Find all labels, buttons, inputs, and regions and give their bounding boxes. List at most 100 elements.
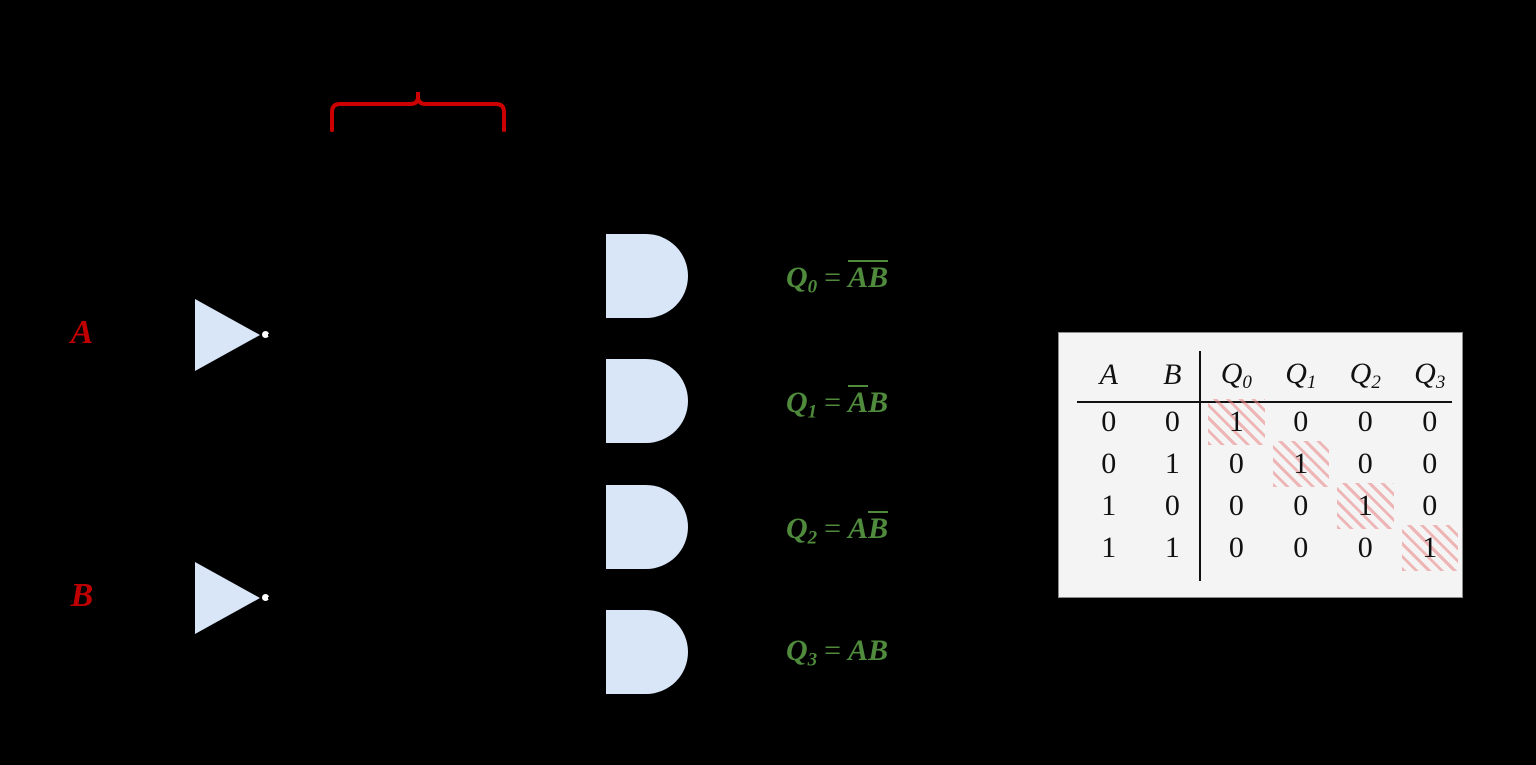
wire-a-bus <box>374 507 376 633</box>
wire-bbar-to-gate2 <box>406 547 606 549</box>
wire-abar-to-gate1 <box>339 382 606 384</box>
selector-brace <box>330 90 506 132</box>
highlight-hatch <box>1401 525 1458 571</box>
cell-b: 0 <box>1164 405 1180 438</box>
th-q3-label: Q <box>1414 356 1436 390</box>
cell-q3: 0 <box>1422 447 1438 480</box>
equation-q1: Q1=AB <box>786 385 888 421</box>
wire-a-input <box>110 334 195 336</box>
equation-q2-sub: 2 <box>807 527 818 549</box>
cell-q2: 0 <box>1357 447 1373 480</box>
equation-q0-lhs: Q <box>786 261 808 294</box>
cell-b: 0 <box>1164 489 1180 522</box>
equation-q0: Q0=AB <box>786 260 889 298</box>
brace-icon <box>330 90 506 132</box>
wire-bbar-bus <box>406 296 408 597</box>
th-q0: Q0 <box>1204 349 1268 401</box>
equation-q2: Q2 =AB <box>786 511 889 549</box>
cell-a: 0 <box>1101 447 1117 480</box>
cell-q2: 0 <box>1357 405 1373 438</box>
wire-out-q3 <box>688 651 758 653</box>
truth-table-panel: A B Q0 Q1 Q2 Q3 0 0 1 0 0 0 0 <box>1058 332 1463 598</box>
equation-q3-term-b: B <box>868 634 889 667</box>
equation-q2-term-a: A <box>848 512 869 545</box>
wire-bbar-out <box>268 597 407 599</box>
cell-b: 1 <box>1164 531 1180 564</box>
th-q1: Q1 <box>1269 349 1333 401</box>
equation-q0-sub: 0 <box>807 276 818 298</box>
cell-q0: 0 <box>1228 531 1244 564</box>
wire-out-q1 <box>688 400 758 402</box>
cell-q0: 0 <box>1228 489 1244 522</box>
input-label-b: B <box>70 577 94 614</box>
junction-a <box>157 331 164 338</box>
cell-b: 1 <box>1164 447 1180 480</box>
equation-q3-term-a: A <box>848 634 869 667</box>
cell-q1: 0 <box>1293 489 1309 522</box>
wire-out-q0 <box>688 275 758 277</box>
wire-b-to-gate1 <box>439 422 606 424</box>
cell-q1: 1 <box>1269 441 1333 487</box>
th-q3: Q3 <box>1398 349 1463 401</box>
wire-a-to-gate2 <box>374 507 606 509</box>
th-a: A <box>1077 349 1141 401</box>
wire-a-tap <box>160 334 162 509</box>
table-header-row: A B Q0 Q1 Q2 Q3 <box>1077 349 1462 401</box>
equation-q3-sub: 3 <box>807 649 818 671</box>
cell-a: 1 <box>1101 531 1117 564</box>
table-vertical-rule <box>1199 351 1201 581</box>
cell-q0: 0 <box>1228 447 1244 480</box>
equation-q0-equals: = <box>824 261 842 294</box>
th-q1-sub: 1 <box>1306 371 1317 393</box>
wire-b-tap <box>160 440 162 597</box>
inverter-b-bubble <box>262 594 269 601</box>
and-gate-q1 <box>606 359 688 443</box>
equation-q1-equals: = <box>824 386 842 419</box>
cell-q3: 1 <box>1398 525 1463 571</box>
equation-q2-lhs: Q <box>786 512 808 545</box>
table-row: 0 1 0 1 0 0 <box>1077 441 1462 487</box>
cell-q2: 1 <box>1333 483 1397 529</box>
inverter-a-bubble <box>262 331 269 338</box>
table-body: 0 0 1 0 0 0 0 1 0 1 0 0 1 0 <box>1077 399 1463 571</box>
equation-q2-equals: = <box>824 512 842 545</box>
equation-q0-term-a: A <box>848 260 869 294</box>
cell-q2: 0 <box>1357 531 1373 564</box>
equation-q1-sub: 1 <box>807 401 818 423</box>
wire-b-to-gate3 <box>439 672 606 674</box>
and-gate-q3 <box>606 610 688 694</box>
equation-q1-term-b: B <box>868 386 889 419</box>
th-q3-sub: 3 <box>1435 371 1446 393</box>
cell-a: 0 <box>1101 405 1117 438</box>
input-label-a: A <box>70 314 94 351</box>
inverter-b <box>195 562 260 634</box>
wire-abar-bus <box>339 256 341 456</box>
th-q0-sub: 0 <box>1242 371 1252 393</box>
th-b-label: B <box>1163 358 1182 391</box>
equation-q2-term-b: B <box>868 511 889 545</box>
wire-bbar-to-gate0 <box>406 296 606 298</box>
wire-abar-out <box>268 334 340 336</box>
th-a-label: A <box>1099 358 1118 391</box>
highlight-hatch <box>1208 399 1265 445</box>
equation-q3: Q3=AB <box>786 634 889 671</box>
truth-table: A B Q0 Q1 Q2 Q3 0 0 1 0 0 0 0 <box>1077 349 1463 571</box>
wire-abar-to-gate0 <box>339 256 606 258</box>
wire-out-q2 <box>688 526 758 528</box>
equation-q1-term-a: A <box>848 385 869 419</box>
cell-q3: 0 <box>1422 405 1438 438</box>
junction-b <box>157 594 164 601</box>
cell-q3: 0 <box>1422 489 1438 522</box>
th-q1-label: Q <box>1285 356 1307 390</box>
wire-b-input <box>110 597 195 599</box>
wire-b-run <box>160 440 440 442</box>
highlight-hatch <box>1272 441 1330 487</box>
wire-a-run <box>160 507 375 509</box>
highlight-hatch <box>1337 483 1394 529</box>
th-q2-sub: 2 <box>1371 371 1381 393</box>
cell-q1: 0 <box>1293 531 1309 564</box>
th-q2: Q2 <box>1333 349 1397 401</box>
wire-a-to-gate3 <box>374 632 606 634</box>
th-q2-label: Q <box>1349 356 1372 390</box>
